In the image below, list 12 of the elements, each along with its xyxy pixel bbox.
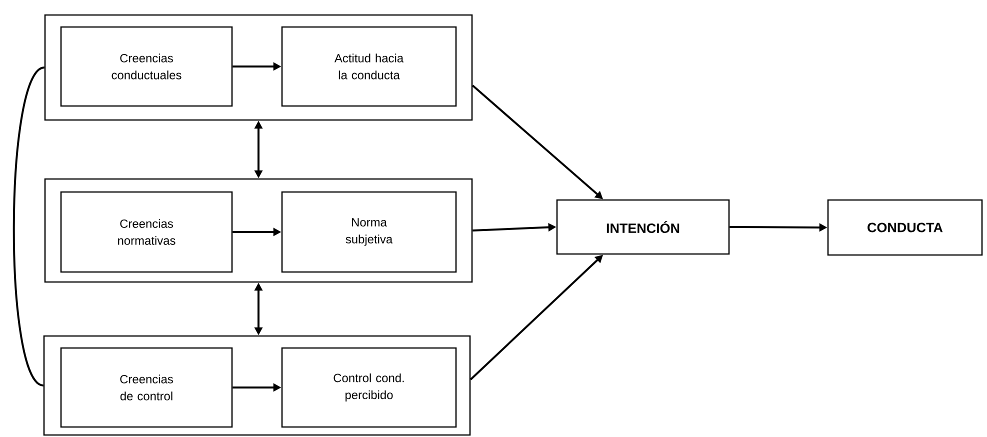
process-box: Creencias de control bbox=[60, 347, 233, 428]
group-box bbox=[44, 14, 473, 121]
group-box bbox=[44, 178, 473, 283]
process-box: INTENCIÓN bbox=[556, 199, 730, 255]
process-box: Norma subjetiva bbox=[281, 191, 457, 273]
process-box: Creencias conductuales bbox=[60, 26, 233, 107]
group-box bbox=[43, 335, 471, 436]
process-box: Creencias normativas bbox=[60, 191, 233, 273]
connector-line bbox=[12, 66, 45, 386]
process-box: Actitud hacia la conducta bbox=[281, 26, 457, 107]
process-box: CONDUCTA bbox=[827, 199, 983, 256]
process-box: Control cond. percibido bbox=[281, 347, 457, 428]
